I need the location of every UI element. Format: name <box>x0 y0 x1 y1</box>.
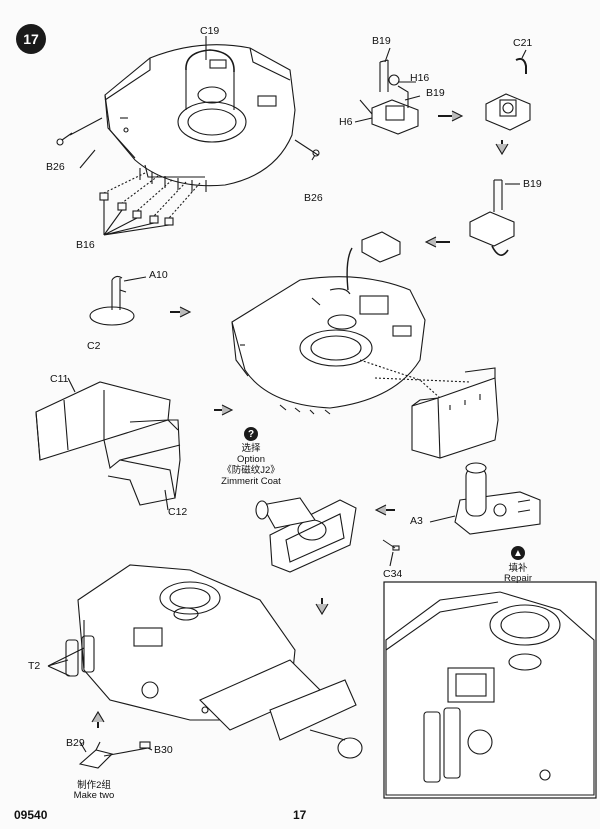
turret-top-left-drawing <box>104 44 296 192</box>
repair-icon: ▲ <box>511 546 525 560</box>
part-label-h6: H6 <box>339 116 353 128</box>
tool-parts-b29-b30 <box>78 741 151 769</box>
part-label-b29: B29 <box>66 737 85 749</box>
kit-code: 09540 <box>14 808 48 822</box>
part-label-c21: C21 <box>513 37 533 49</box>
hatch-subassembly-2 <box>485 57 531 131</box>
step-number-badge: 17 <box>16 24 46 54</box>
part-label-c11: C11 <box>50 373 69 385</box>
hatch-subassembly-1 <box>359 59 419 135</box>
make-two-en: Make two <box>73 790 115 801</box>
part-label-c2: C2 <box>87 340 101 352</box>
part-label-c34: C34 <box>383 568 403 580</box>
part-label-b19-mid: B19 <box>426 87 445 99</box>
part-label-b30: B30 <box>154 744 173 756</box>
option-zimmerit-cn: 《防磁纹J2》 <box>222 465 280 476</box>
turret-middle-drawing <box>231 231 471 415</box>
part-label-h16: H16 <box>410 72 430 84</box>
mantlet-a3-drawing <box>454 462 541 535</box>
rear-stowage-drawing <box>411 367 499 459</box>
gun-mantlet-option-drawing <box>255 497 357 573</box>
part-label-b26-left: B26 <box>46 161 65 173</box>
make-two-cn: 制作2组 <box>77 780 111 791</box>
armor-panels-drawing <box>35 381 181 506</box>
turret-bottom-left-drawing <box>65 564 363 759</box>
question-icon: ? <box>244 427 258 441</box>
part-label-c19: C19 <box>200 25 220 37</box>
hatch-subassembly-3 <box>469 179 515 256</box>
option-text-cn: 选择 <box>241 443 261 454</box>
page-number: 17 <box>293 808 307 822</box>
option-text-en: Option <box>237 454 265 465</box>
option-zimmerit-en: Zimmerit Coat <box>221 476 281 487</box>
part-label-b26-right: B26 <box>304 192 323 204</box>
periscope-part-c2 <box>89 275 135 326</box>
inset-turret-detail <box>385 591 595 796</box>
part-label-b19-right: B19 <box>523 178 542 190</box>
part-label-a10: A10 <box>149 269 168 281</box>
part-label-t2: T2 <box>28 660 41 672</box>
part-label-c12: C12 <box>168 506 188 518</box>
part-label-b19-top: B19 <box>372 35 391 47</box>
repair-text-cn: 填补 <box>508 563 528 574</box>
repair-text-en: Repair <box>504 573 532 584</box>
part-label-a3: A3 <box>410 515 423 527</box>
part-label-b16: B16 <box>76 239 95 251</box>
